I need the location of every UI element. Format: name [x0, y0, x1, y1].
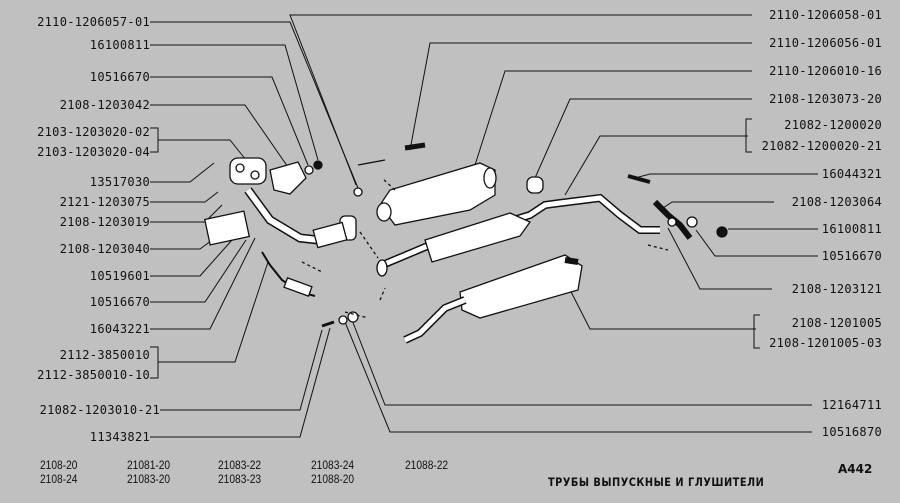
vehicle-model: 2108-20	[40, 458, 78, 472]
leader-line	[150, 239, 247, 303]
left-part-label: 2108-1203019	[59, 215, 150, 229]
leader-line	[534, 98, 752, 179]
spring-bolt	[357, 159, 386, 166]
left-part-label: 2108-1203040	[59, 242, 150, 256]
leader-lines	[150, 14, 818, 438]
leader-line	[564, 279, 756, 330]
manifold-flange	[229, 157, 267, 185]
right-part-label: 21082-1200020-21	[761, 139, 882, 153]
left-part-label: 10519601	[89, 269, 150, 283]
leader-line	[150, 239, 233, 277]
leader-line	[344, 321, 812, 433]
resonator	[424, 212, 531, 263]
right-part-label: 2108-1201005-03	[769, 336, 882, 350]
leader-line	[659, 201, 774, 211]
leader-line	[150, 44, 319, 161]
leader-line	[150, 104, 291, 171]
bracket-line	[150, 127, 159, 153]
leader-line	[351, 319, 812, 406]
leader-line	[667, 227, 772, 290]
vehicle-model: 21083-20	[127, 472, 171, 486]
bracket	[203, 210, 251, 246]
left-part-label: 2108-1203042	[59, 98, 150, 112]
vehicle-model: 21083-22	[218, 458, 262, 472]
leader-line	[150, 237, 256, 330]
left-part-label: 2112-3850010	[59, 348, 150, 362]
leader-line	[474, 70, 752, 166]
leader-line	[695, 229, 818, 257]
leader-line	[409, 42, 752, 151]
left-part-label: 10516670	[89, 295, 150, 309]
diagram-title: ТРУБЫ ВЫПУСКНЫЕ И ГЛУШИТЕЛИ	[548, 475, 765, 489]
left-part-label: 21082-1203010-21	[39, 403, 160, 417]
leader-line	[158, 261, 269, 363]
leader-line	[150, 237, 216, 250]
left-part-label: 2121-1203075	[59, 195, 150, 209]
right-part-label: 10516670	[821, 249, 882, 263]
leader-line	[150, 162, 215, 183]
main-muffler	[459, 254, 583, 319]
left-part-label: 2103-1203020-02	[37, 125, 150, 139]
rear-bolt	[627, 174, 651, 184]
right-part-label: 2108-1203121	[791, 282, 882, 296]
vehicle-model: 21088-20	[311, 472, 355, 486]
right-part-label: 10516870	[821, 425, 882, 439]
rubber-ring	[526, 176, 544, 194]
right-part-label: 2108-1203064	[791, 195, 882, 209]
heat-shield	[269, 161, 307, 195]
leader-line	[289, 14, 752, 186]
right-part-label: 2108-1203073-20	[769, 92, 882, 106]
right-part-label: 21082-1200020	[784, 118, 882, 132]
leader-line	[564, 135, 748, 196]
parts-drawing	[203, 142, 728, 344]
left-part-label: 16100811	[89, 38, 150, 52]
leader-line	[634, 173, 818, 179]
vehicle-model: 21081-20	[127, 458, 171, 472]
leader-line	[150, 327, 331, 438]
vehicle-model: 2108-24	[40, 472, 78, 486]
bracket-line	[150, 346, 159, 379]
leader-line	[160, 329, 323, 411]
right-part-label: 2108-1201005	[791, 316, 882, 330]
bracket-line	[753, 314, 760, 349]
left-part-label: 11343821	[89, 430, 150, 444]
leader-line	[150, 191, 219, 203]
catalytic-converter	[379, 162, 496, 226]
right-part-label: 2110-1206010-16	[769, 64, 882, 78]
page-code: A442	[838, 462, 873, 476]
left-part-label: 16043221	[89, 322, 150, 336]
left-part-label: 10516670	[89, 70, 150, 84]
bracket-line	[745, 118, 752, 153]
leader-line	[150, 76, 309, 166]
vehicle-model: 21083-24	[311, 458, 355, 472]
right-part-label: 2110-1206058-01	[769, 8, 882, 22]
left-part-label: 2103-1203020-04	[37, 145, 150, 159]
right-part-label: 16100811	[821, 222, 882, 236]
left-part-label: 13517030	[89, 175, 150, 189]
leader-line	[158, 139, 247, 161]
right-part-label: 2110-1206056-01	[769, 36, 882, 50]
clamp-bolt	[321, 320, 335, 328]
right-part-label: 16044321	[821, 167, 882, 181]
right-part-label: 12164711	[821, 398, 882, 412]
left-part-label: 2112-3850010-10	[37, 368, 150, 382]
vehicle-model: 21083-23	[218, 472, 262, 486]
vehicle-model: 21088-22	[405, 458, 449, 472]
left-part-label: 2110-1206057-01	[37, 15, 150, 29]
